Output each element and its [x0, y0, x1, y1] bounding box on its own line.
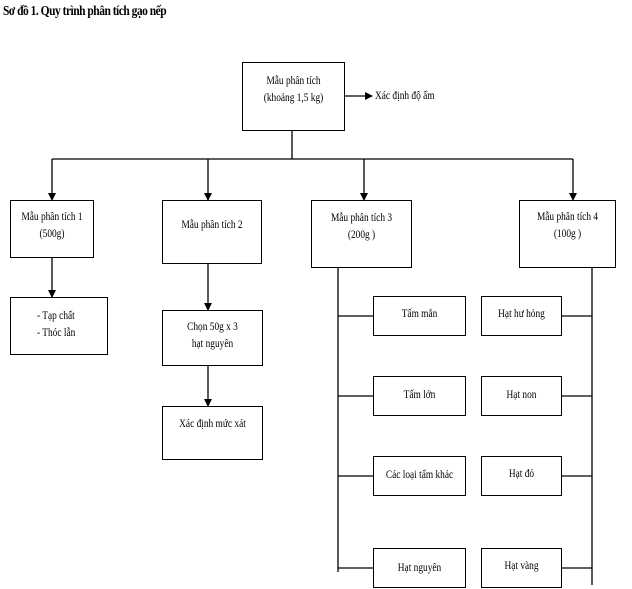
- sample4-line1: Mẫu phân tích 4: [536, 209, 599, 223]
- hat-hu-hong-box: Hạt hư hỏng: [481, 296, 562, 336]
- hat-vang-box: Hạt vàng: [481, 548, 562, 588]
- tam-khac-label: Các loại tấm khác: [385, 467, 454, 481]
- impurities-line1: - Tạp chất: [37, 308, 75, 322]
- diagram-title: Sơ đồ 1. Quy trình phân tích gạo nếp: [3, 4, 167, 19]
- sample1-line2: (500g): [39, 226, 65, 240]
- root-sample-box: Mẫu phân tích (khoảng 1,5 kg): [242, 62, 345, 131]
- root-line2: (khoảng 1,5 kg): [263, 90, 324, 104]
- milling-degree-line1: Xác định mức xát: [179, 416, 246, 430]
- sample1-line1: Mẫu phân tích 1: [21, 209, 83, 223]
- select-grains-line1: Chọn 50g x 3: [187, 319, 238, 333]
- hat-do-label: Hạt đỏ: [508, 466, 535, 480]
- select-grains-box: Chọn 50g x 3 hạt nguyên: [162, 310, 263, 366]
- hat-non-box: Hạt non: [481, 376, 562, 416]
- tam-man-label: Tấm mẳn: [401, 306, 438, 320]
- tam-khac-box: Các loại tấm khác: [373, 456, 466, 496]
- hat-non-label: Hạt non: [506, 387, 537, 401]
- select-grains-line2: hạt nguyên: [191, 336, 234, 350]
- tam-man-box: Tấm mẳn: [373, 296, 466, 336]
- root-line1: Mẫu phân tích: [266, 73, 321, 87]
- sample2-box: Mẫu phân tích 2: [162, 200, 262, 264]
- sample4-line2: (100g ): [553, 226, 582, 240]
- sample2-line1: Mẫu phân tích 2: [181, 217, 243, 231]
- hat-vang-label: Hạt vàng: [504, 558, 539, 572]
- hat-nguyen-box: Hạt nguyên: [373, 548, 466, 588]
- sample4-box: Mẫu phân tích 4 (100g ): [519, 200, 616, 268]
- hat-hu-hong-label: Hạt hư hỏng: [498, 306, 545, 320]
- impurities-box: - Tạp chất - Thóc lẫn: [10, 297, 108, 355]
- sample3-box: Mẫu phân tích 3 (200g ): [311, 200, 412, 268]
- hat-nguyen-label: Hạt nguyên: [397, 560, 442, 574]
- tam-lon-label: Tấm lớn: [403, 387, 436, 401]
- milling-degree-box: Xác định mức xát: [162, 406, 263, 460]
- sample3-line2: (200g ): [347, 227, 376, 241]
- sample1-box: Mẫu phân tích 1 (500g): [10, 200, 94, 258]
- tam-lon-box: Tấm lớn: [373, 376, 466, 416]
- moisture-label: Xác định độ ẩm: [375, 88, 435, 102]
- hat-do-box: Hạt đỏ: [481, 456, 562, 496]
- sample3-line1: Mẫu phân tích 3: [330, 210, 393, 224]
- impurities-line2: - Thóc lẫn: [37, 325, 76, 339]
